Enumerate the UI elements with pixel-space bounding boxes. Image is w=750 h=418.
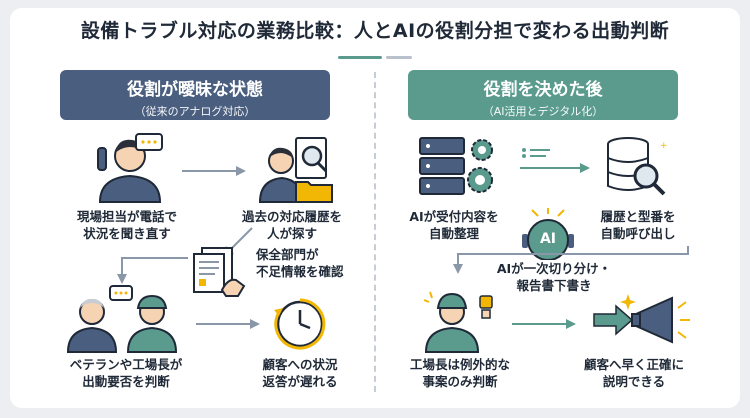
left-step3-caption: 保全部門が不足情報を確認 [256, 247, 344, 279]
right-step1-caption: AIが受付内容を自動整理 [409, 209, 499, 241]
paper-forms-icon [193, 247, 246, 297]
column-divider [374, 72, 376, 392]
left-banner-subtitle: （従来のアナログ対応） [134, 105, 256, 118]
left-step4-caption: ベテランや工場長が出動要否を判断 [69, 357, 183, 389]
megaphone-icon [593, 294, 690, 344]
right-step5-caption: 顧客へ早く正確に説明できる [583, 357, 684, 389]
title-underline-right [386, 56, 412, 59]
right-step2-caption: 履歴と型番を自動呼び出し [600, 209, 676, 241]
title-underline-left [338, 56, 382, 59]
left-step5-caption: 顧客への状況返答が遅れる [262, 357, 338, 389]
arrow-elbow-icon [453, 246, 689, 274]
database-search-icon: + [607, 137, 668, 196]
left-banner-title: 役割が曖昧な状態 [127, 80, 263, 100]
discussion-icon [66, 285, 178, 353]
right-banner: 役割を決めた後 （AI活用とデジタル化） [408, 70, 678, 120]
clock-icon [274, 298, 326, 350]
right-step4-caption: 工場長は例外的な事案のみ判断 [409, 357, 510, 389]
right-banner-subtitle: （AI活用とデジタル化） [482, 105, 604, 118]
right-banner-title: 役割を決めた後 [483, 80, 603, 100]
server-gear-icon [419, 137, 493, 195]
left-step1-caption: 現場担当が電話で状況を聞き直す [76, 209, 177, 241]
arrow-elbow-icon [117, 257, 188, 284]
left-step2-caption: 過去の対応履歴を人が探す [241, 209, 342, 241]
ai-badge: AI [539, 231, 557, 247]
page-title: 設備トラブル対応の業務比較：人とAIの役割分担で変わる出動判断 [80, 20, 670, 42]
arrow-right-icon [512, 319, 576, 329]
phone-call-icon [97, 133, 163, 203]
factory-manager-icon [423, 291, 493, 353]
svg-text:+: + [660, 141, 668, 151]
arrow-right-icon [182, 166, 246, 176]
right-step3-caption: AIが一次切り分け・報告書下書き [486, 260, 622, 294]
data-flow-arrow-icon [520, 148, 590, 173]
left-banner: 役割が曖昧な状態 （従来のアナログ対応） [60, 70, 330, 120]
arrow-right-icon [196, 319, 260, 329]
folder-search-icon [258, 137, 333, 203]
